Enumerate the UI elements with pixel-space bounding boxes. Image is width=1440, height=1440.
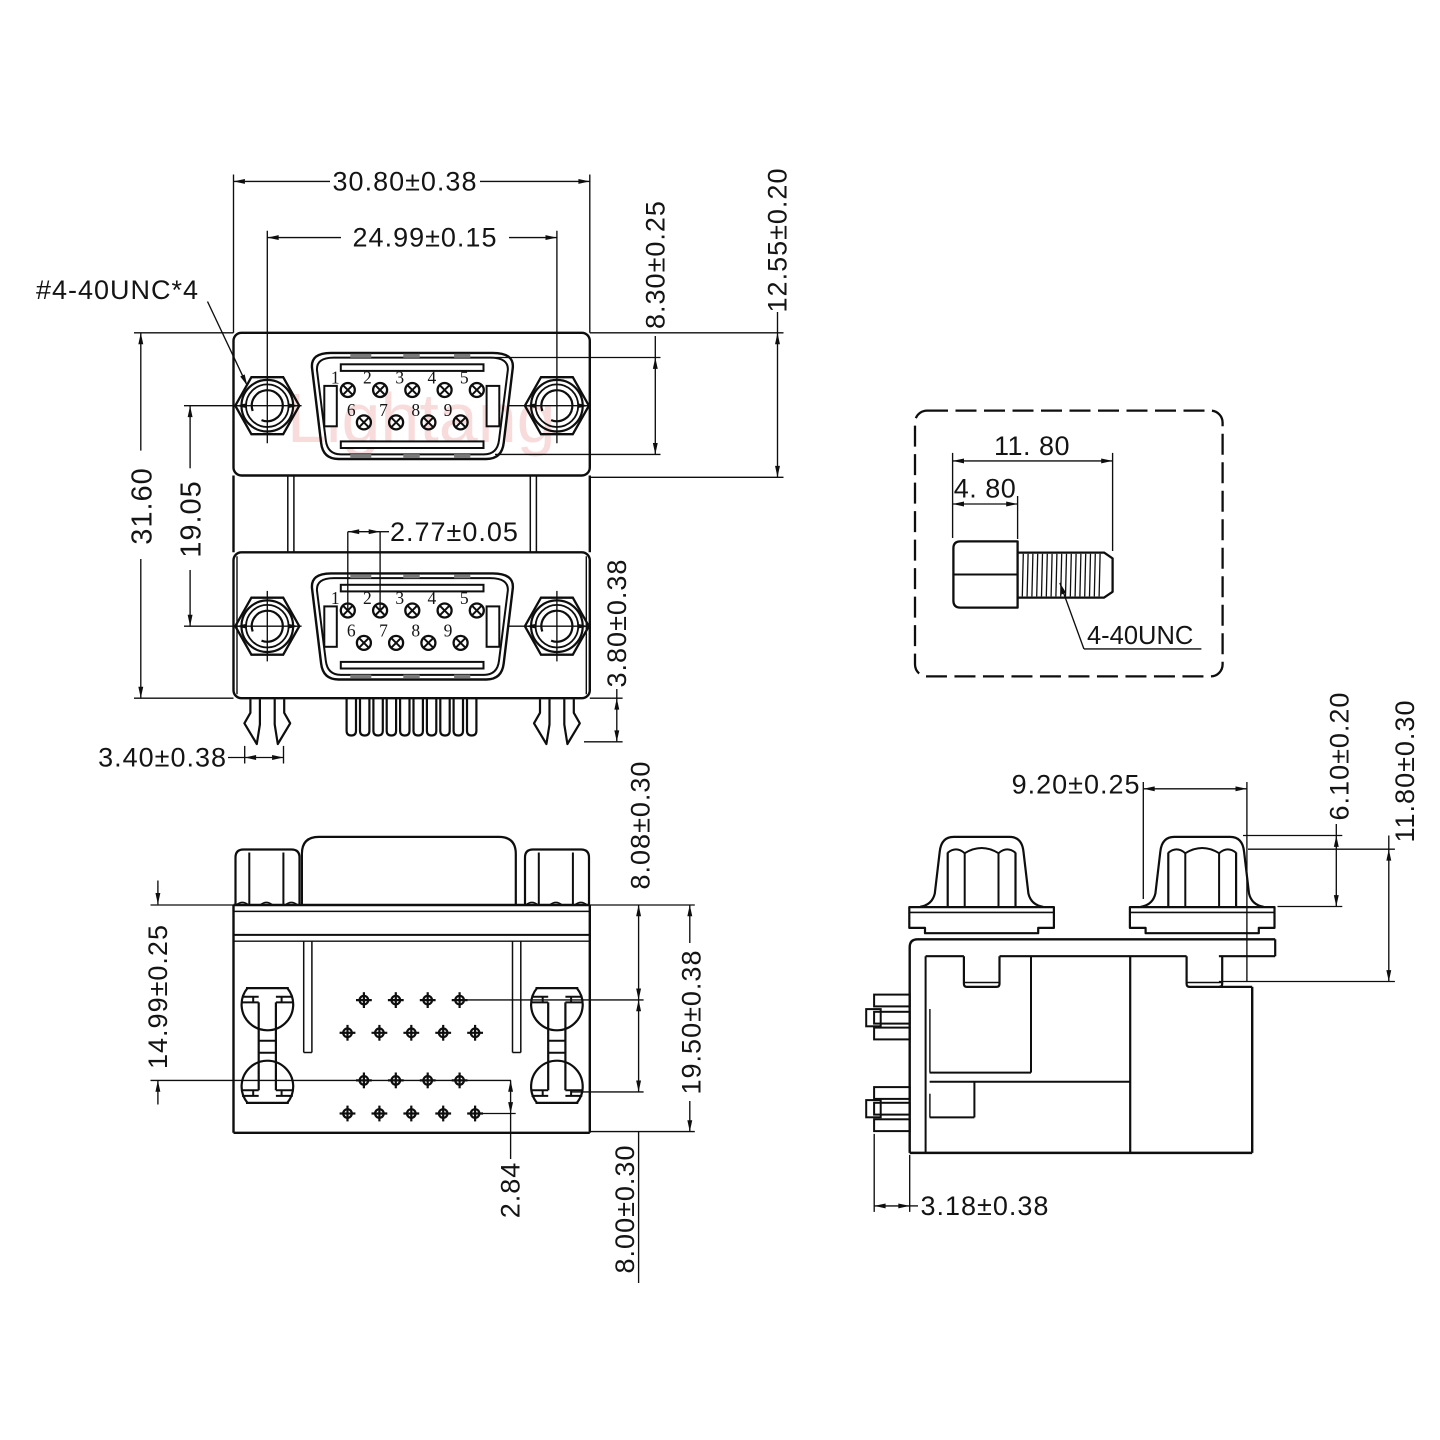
- svg-text:3: 3: [395, 588, 404, 608]
- svg-text:3.18±0.38: 3.18±0.38: [921, 1191, 1050, 1221]
- svg-text:6.10±0.20: 6.10±0.20: [1325, 692, 1355, 821]
- svg-text:19.50±0.38: 19.50±0.38: [676, 950, 706, 1095]
- svg-text:11. 80: 11. 80: [994, 431, 1070, 461]
- svg-text:8: 8: [411, 620, 420, 640]
- svg-text:5: 5: [460, 367, 469, 387]
- svg-text:11.80±0.30: 11.80±0.30: [1390, 700, 1420, 843]
- svg-text:4-40UNC: 4-40UNC: [1087, 622, 1193, 650]
- svg-text:6: 6: [347, 400, 356, 420]
- svg-text:24.99±0.15: 24.99±0.15: [353, 223, 498, 253]
- svg-text:4. 80: 4. 80: [954, 474, 1017, 504]
- svg-text:7: 7: [379, 620, 388, 640]
- svg-text:2: 2: [363, 367, 372, 387]
- svg-text:3.40±0.38: 3.40±0.38: [98, 743, 227, 773]
- svg-text:4: 4: [428, 588, 437, 608]
- svg-text:1: 1: [331, 588, 340, 608]
- svg-text:12.55±0.20: 12.55±0.20: [763, 168, 793, 313]
- svg-text:5: 5: [460, 588, 469, 608]
- svg-text:2: 2: [363, 588, 372, 608]
- svg-text:8.00±0.30: 8.00±0.30: [610, 1145, 640, 1274]
- svg-text:3.80±0.38: 3.80±0.38: [602, 559, 632, 688]
- svg-text:2.84: 2.84: [496, 1162, 526, 1219]
- svg-text:7: 7: [379, 400, 388, 420]
- svg-text:8: 8: [411, 400, 420, 420]
- svg-text:30.80±0.38: 30.80±0.38: [333, 167, 478, 197]
- svg-text:8.08±0.30: 8.08±0.30: [626, 761, 656, 890]
- svg-text:31.60: 31.60: [126, 467, 158, 545]
- svg-text:4: 4: [428, 367, 437, 387]
- svg-text:1: 1: [331, 367, 340, 387]
- svg-text:#4-40UNC*4: #4-40UNC*4: [36, 275, 199, 305]
- svg-text:9: 9: [444, 620, 453, 640]
- svg-text:9: 9: [444, 400, 453, 420]
- svg-text:19.05: 19.05: [176, 480, 208, 558]
- svg-text:8.30±0.25: 8.30±0.25: [640, 200, 670, 329]
- svg-text:3: 3: [395, 367, 404, 387]
- svg-text:6: 6: [347, 620, 356, 640]
- svg-text:9.20±0.25: 9.20±0.25: [1012, 770, 1141, 800]
- svg-text:14.99±0.25: 14.99±0.25: [143, 924, 173, 1069]
- svg-text:2.77±0.05: 2.77±0.05: [390, 517, 519, 547]
